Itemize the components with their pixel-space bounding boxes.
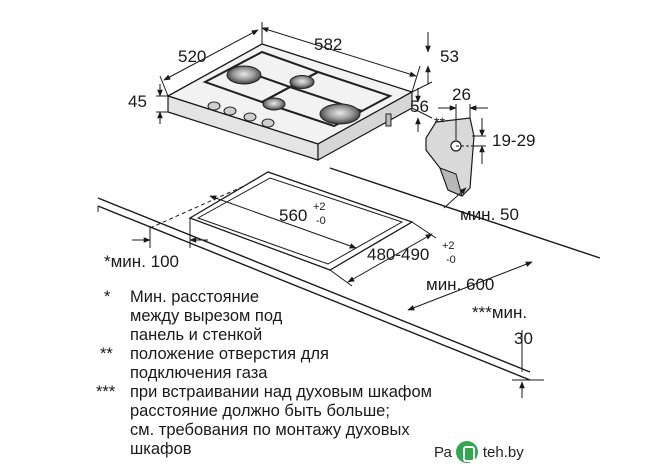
watermark-site-text: teh.by [482, 443, 524, 461]
burner-large-left [226, 65, 262, 85]
note-1-marker: * [104, 288, 111, 306]
watermark-partial-text: Ра [434, 443, 452, 461]
note-3-line-3: см. требования по монтажу духовых [130, 421, 410, 439]
dim-min-front: мин. 600 [426, 275, 494, 294]
dim-min-back: мин. 50 [460, 205, 519, 224]
dim-hob-depth: 520 [178, 47, 206, 66]
burner-front [262, 97, 286, 111]
svg-text:-0: -0 [316, 215, 326, 227]
dim-hob-width: 582 [314, 35, 342, 54]
dim-min-below-value: 30 [514, 329, 533, 348]
control-knobs [207, 101, 275, 128]
site-watermark: Ра teh.by [430, 438, 532, 466]
dim-hob-height: 45 [128, 92, 147, 111]
watermark-logo-icon [455, 441, 478, 463]
svg-text:-0: -0 [446, 254, 456, 266]
dim-min-below-label: ***мин. [472, 303, 527, 322]
note-3-line-4: шкафов [130, 440, 192, 458]
gas-bracket-detail: 26 ** 19-29 мин. 50 [425, 85, 535, 224]
footnotes: * Мин. расстояние между вырезом под пане… [96, 288, 432, 458]
burner-back [289, 75, 315, 89]
worktop-drawing: 560 +2 -0 480-490 +2 -0 *мин. 100 мин. 6… [97, 167, 601, 398]
dim-bracket-range: 19-29 [492, 131, 535, 150]
dim-side-offset: 56 [410, 97, 429, 116]
svg-text:560: 560 [279, 206, 307, 225]
bracket-marker: ** [434, 114, 445, 130]
note-1-line-1: Мин. расстояние [130, 288, 259, 306]
note-3-line-2: расстояние должно быть больше; [130, 402, 390, 420]
dim-min-side: *мин. 100 [104, 252, 179, 271]
svg-text:480-490: 480-490 [367, 245, 429, 264]
hob-drawing: 582 520 45 53 56 [128, 22, 459, 162]
note-3-line-1: при встраивании над духовым шкафом [130, 383, 432, 401]
note-1-line-3: панель и стенкой [130, 326, 262, 344]
note-1-line-2: между вырезом под [130, 307, 283, 325]
note-3-marker: *** [96, 383, 116, 401]
note-2-line-2: подключения газа [130, 364, 268, 382]
svg-text:+2: +2 [313, 201, 326, 213]
note-2-marker: ** [100, 345, 113, 363]
svg-text:+2: +2 [442, 240, 455, 252]
dim-cutout-width: 560 +2 -0 [279, 201, 326, 227]
burner-wok [319, 103, 361, 125]
note-2-line-1: положение отверстия для [130, 345, 329, 363]
dim-bracket-width: 26 [452, 85, 471, 104]
dim-cutout-depth: 480-490 +2 -0 [367, 240, 456, 266]
dim-back-offset: 53 [440, 47, 459, 66]
gas-connector [385, 113, 392, 127]
